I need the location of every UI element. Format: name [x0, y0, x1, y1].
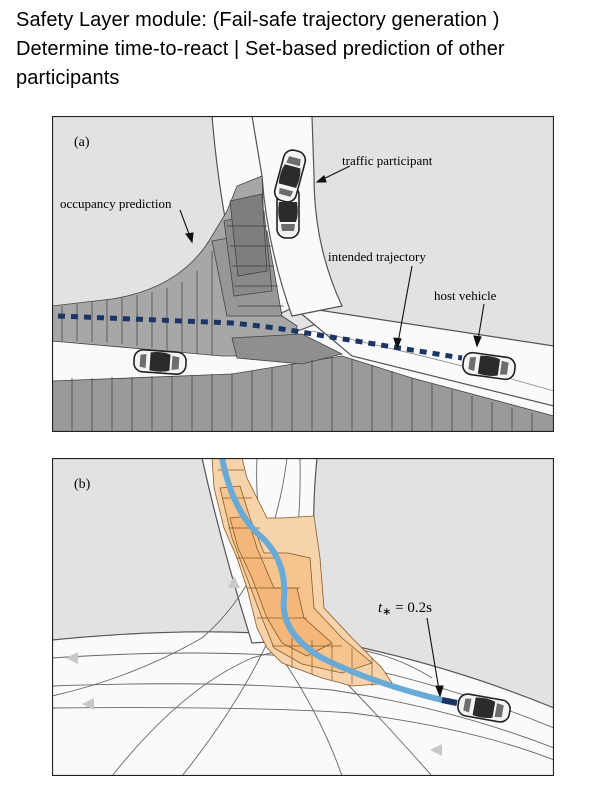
header-line-2: Determine time-to-react | Set-based pred… [16, 38, 505, 60]
panel-a-border [52, 116, 554, 432]
label-intended-trajectory: intended trajectory [328, 249, 426, 264]
fail-safe-trajectory [219, 458, 445, 703]
header-line-1: Safety Layer module: (Fail-safe trajecto… [16, 9, 500, 31]
time-to-react-segment [441, 697, 458, 706]
time-to-react-label: t∗ = 0.2s [378, 600, 432, 618]
vehicle-left-a [132, 348, 188, 376]
annotation-arrow-b [426, 617, 444, 698]
annotation-arrows-a [179, 165, 485, 350]
panel-b-illustration: (b) t∗ = 0.2s [52, 458, 554, 776]
time-to-react-value: = 0.2s [391, 600, 432, 616]
figure-panel-b: (b) t∗ = 0.2s [52, 458, 554, 776]
label-traffic-participant: traffic participant [342, 153, 433, 168]
figure-panel-a: (a) traffic participant occupancy predic… [52, 116, 554, 432]
time-to-react-subscript: ∗ [382, 606, 391, 618]
intended-trajectory-line [57, 313, 463, 361]
label-occupancy-prediction: occupancy prediction [60, 196, 172, 211]
panel-b-border [52, 458, 554, 776]
header-line-3: participants [16, 67, 120, 89]
slide-header: Safety Layer module: (Fail-safe trajecto… [16, 6, 591, 93]
occupancy-prediction-b [211, 458, 393, 687]
label-host-vehicle: host vehicle [434, 288, 497, 303]
occupancy-prediction-a [52, 175, 554, 432]
panel-b-label: (b) [74, 477, 91, 492]
panel-a-label: (a) [74, 135, 90, 150]
panel-a-illustration: (a) traffic participant occupancy predic… [52, 116, 554, 432]
time-to-react-symbol: t [378, 600, 383, 616]
